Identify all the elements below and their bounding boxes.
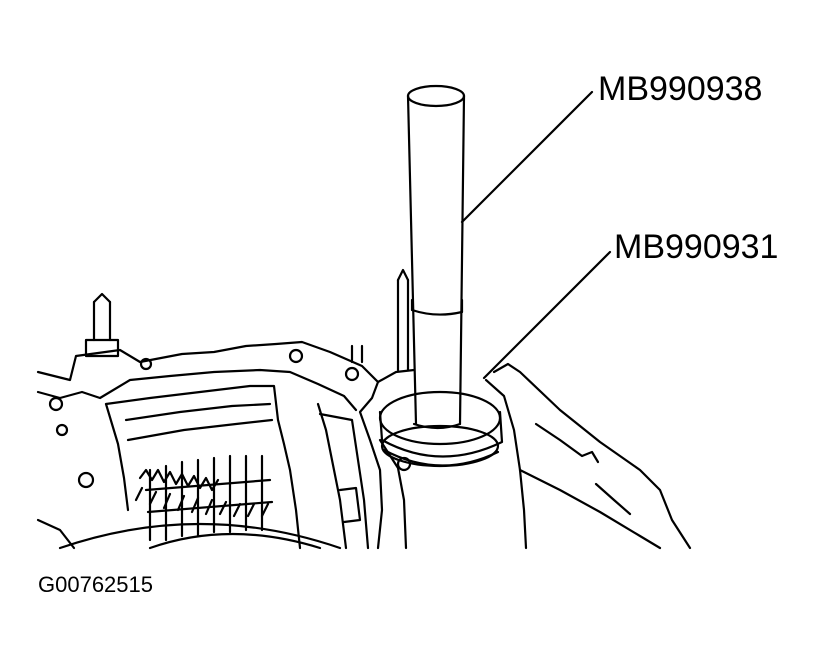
callout-label-mb990938: MB990938	[598, 70, 763, 108]
transaxle-case-left	[36, 292, 384, 550]
callout-label-mb990931: MB990931	[614, 228, 779, 266]
tool-adapter-mb990931	[378, 390, 504, 468]
leader-line-tool-2	[482, 250, 612, 380]
tool-handle-mb990938	[406, 84, 466, 430]
leader-line-tool-1	[460, 90, 594, 224]
figure-id: G00762515	[38, 572, 153, 597]
transaxle-case-right	[376, 268, 692, 550]
